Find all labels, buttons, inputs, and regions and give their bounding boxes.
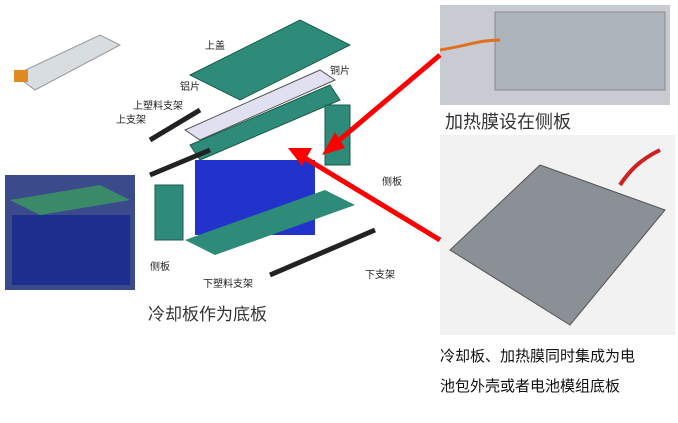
label-upper-plastic-bracket: 上塑料支架 <box>133 101 183 112</box>
heating-film-photo <box>439 5 670 105</box>
caption-integrated-line2: 池包外壳或者电池模组底板 <box>440 377 621 395</box>
arrow-to-side-plate <box>322 53 442 155</box>
label-lower-plastic-bracket: 下塑料支架 <box>203 279 253 290</box>
busbar-photo <box>14 34 122 91</box>
exploded-module-diagram <box>148 19 376 278</box>
label-aluminum-sheet: 铝片 <box>180 82 200 93</box>
label-side-plate-left: 侧板 <box>150 262 170 273</box>
arrow-to-bottom-plate <box>288 148 442 243</box>
label-lower-bracket: 下支架 <box>365 270 395 281</box>
label-copper-sheet: 铜片 <box>330 66 350 77</box>
label-side-plate-right: 侧板 <box>382 177 402 188</box>
label-top-cover: 上盖 <box>205 41 225 52</box>
module-render-photo <box>5 175 135 290</box>
caption-heating-film: 加热膜设在侧板 <box>445 112 571 133</box>
cooling-plate-photo <box>440 135 675 335</box>
caption-cooling-plate: 冷却板作为底板 <box>148 305 267 325</box>
label-upper-bracket: 上支架 <box>116 115 146 126</box>
caption-integrated-line1: 冷却板、加热膜同时集成为电 <box>440 347 636 365</box>
